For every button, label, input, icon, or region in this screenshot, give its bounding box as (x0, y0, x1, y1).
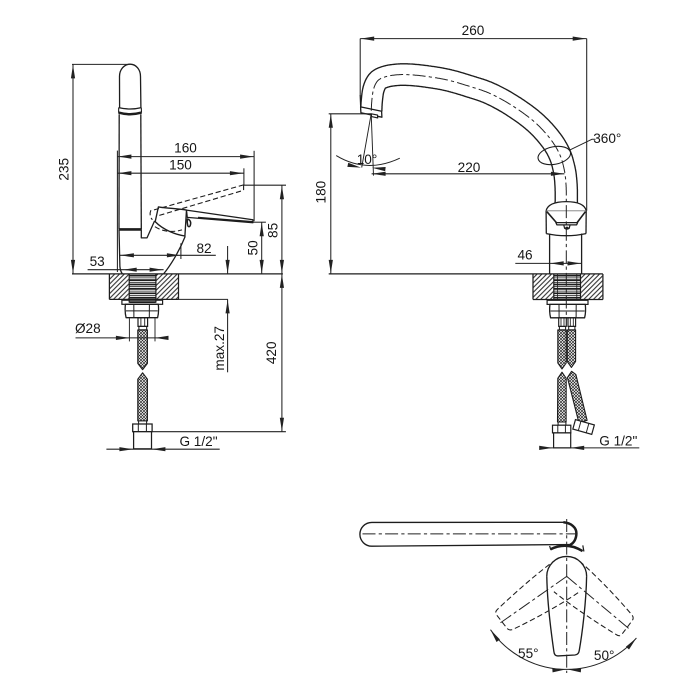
svg-text:50°: 50° (594, 648, 615, 663)
svg-text:82: 82 (196, 241, 211, 256)
svg-text:G 1/2": G 1/2" (179, 434, 217, 449)
svg-text:150: 150 (169, 157, 192, 172)
svg-text:55°: 55° (518, 646, 539, 661)
svg-text:420: 420 (264, 341, 279, 364)
svg-text:53: 53 (90, 254, 105, 269)
svg-text:85: 85 (266, 223, 281, 238)
svg-text:46: 46 (517, 247, 532, 262)
svg-text:160: 160 (174, 141, 197, 156)
svg-text:220: 220 (458, 160, 481, 175)
svg-text:G 1/2": G 1/2" (599, 433, 637, 448)
svg-text:50: 50 (246, 240, 261, 256)
svg-text:Ø28: Ø28 (75, 321, 101, 336)
svg-text:max.27: max.27 (212, 326, 227, 371)
svg-text:235: 235 (57, 158, 72, 181)
svg-text:260: 260 (462, 23, 485, 38)
svg-text:10°: 10° (357, 152, 378, 167)
svg-text:180: 180 (313, 180, 328, 203)
svg-text:360°: 360° (593, 131, 621, 146)
